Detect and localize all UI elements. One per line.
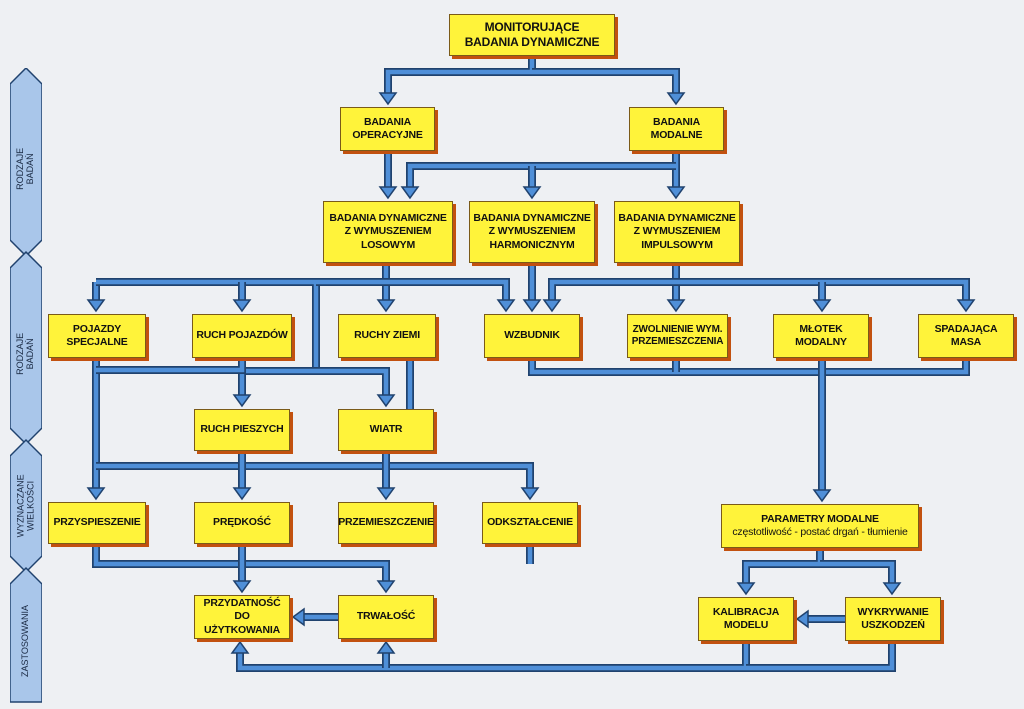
node-przydatnosc-do-uzytkowania: PRZYDATNOŚĆ DO UŻYTKOWANIA — [194, 595, 290, 639]
node-monitorujace-badania-dynamiczne: MONITORUJĄCE BADANIA DYNAMICZNE — [449, 14, 615, 56]
connector-line — [676, 279, 969, 302]
node-przyspieszenie: PRZYSPIESZENIE — [48, 502, 146, 544]
connector-line — [96, 358, 245, 373]
arrowhead — [522, 186, 542, 200]
node-przemieszczenie: PRZEMIESZCZENIE — [338, 502, 434, 544]
node-ruch-pieszych: RUCH PIESZYCH — [194, 409, 290, 451]
node-zwolnienie-wymuszonego-przemieszczenia: ZWOLNIENIE WYM. PRZEMIESZCZENIA — [627, 314, 728, 358]
node-ruchy-ziemi: RUCHY ZIEMI — [338, 314, 436, 358]
side-label-zastosowania: ZASTOSOWANIA — [20, 604, 31, 677]
connector-line — [548, 278, 676, 302]
side-label-rodzaje-badan-2: RODZAJE BADAŃ — [15, 332, 36, 376]
connector-arrows — [86, 56, 976, 672]
band-wyznaczane-wielkosci — [10, 438, 42, 574]
arrowhead — [812, 299, 832, 313]
arrowhead — [666, 92, 686, 106]
node-parametry-modalne: PARAMETRY MODALNE częstotliwość - postać… — [721, 504, 919, 548]
parametry-modalne-subtitle: częstotliwość - postać drgań - tłumienie — [732, 526, 908, 538]
parametry-modalne-title: PARAMETRY MODALNE — [761, 512, 879, 525]
connector-line — [237, 641, 749, 671]
connector-line — [820, 560, 896, 585]
node-mlotek-modalny: MŁOTEK MODALNY — [773, 314, 869, 358]
arrowhead — [230, 640, 250, 654]
arrowhead — [542, 299, 562, 313]
connector-line — [316, 367, 390, 397]
arrowhead — [666, 299, 686, 313]
arrowhead — [232, 580, 252, 594]
band-rodzaje-badan-2 — [10, 250, 42, 446]
connector-line — [316, 278, 510, 302]
connector-line — [236, 641, 750, 672]
arrowhead — [291, 607, 305, 627]
arrowhead — [522, 299, 542, 313]
connector-line — [529, 358, 969, 375]
connector-line — [407, 163, 676, 189]
connector-line — [238, 367, 316, 397]
connector-line — [746, 641, 895, 671]
node-pojazdy-specjalne: POJAZDY SPECJALNE — [48, 314, 146, 358]
arrowhead — [736, 582, 756, 596]
connector-line — [820, 561, 895, 585]
band-zastosowania — [10, 566, 42, 703]
connector-line — [406, 162, 676, 189]
connector-line — [385, 56, 535, 95]
node-wiatr: WIATR — [338, 409, 434, 451]
connector-line — [549, 279, 676, 302]
node-badania-wymuszenie-harmoniczne: BADANIA DYNAMICZNE Z WYMUSZENIEM HARMONI… — [469, 201, 595, 263]
arrowhead — [882, 582, 902, 596]
arrowhead — [378, 186, 398, 200]
arrowhead — [666, 186, 686, 200]
connector-line — [316, 279, 509, 302]
node-predkosc: PRĘDKOŚĆ — [194, 502, 290, 544]
arrowhead — [86, 487, 106, 501]
connector-line — [316, 368, 389, 397]
node-badania-operacyjne: BADANIA OPERACYJNE — [340, 107, 435, 151]
arrowhead — [376, 299, 396, 313]
arrowhead — [520, 487, 540, 501]
arrowhead — [812, 489, 832, 503]
node-wykrywanie-uszkodzen: WYKRYWANIE USZKODZEŃ — [845, 597, 941, 641]
node-odksztalcenie: ODKSZTAŁCENIE — [482, 502, 578, 544]
arrowhead — [400, 186, 420, 200]
side-label-rodzaje-badan-1: RODZAJE BADAŃ — [15, 147, 36, 191]
node-badania-wymuszenie-losowe: BADANIA DYNAMICZNE Z WYMUSZENIEM LOSOWYM — [323, 201, 453, 263]
category-band — [10, 68, 42, 703]
connector-line — [742, 548, 824, 585]
node-badania-modalne: BADANIA MODALNE — [629, 107, 724, 151]
arrowhead — [376, 394, 396, 408]
band-rodzaje-badan-1 — [10, 68, 42, 258]
node-spadajaca-masa: SPADAJĄCA MASA — [918, 314, 1014, 358]
arrowhead — [496, 299, 516, 313]
connector-line — [746, 641, 896, 672]
arrowhead — [232, 394, 252, 408]
node-badania-wymuszenie-impulsowe: BADANIA DYNAMICZNE Z WYMUSZENIEM IMPULSO… — [614, 201, 740, 263]
connector-line — [532, 68, 680, 95]
arrowhead — [232, 299, 252, 313]
arrowhead — [376, 640, 396, 654]
node-kalibracja-modelu: KALIBRACJA MODELU — [698, 597, 794, 641]
arrowhead — [232, 487, 252, 501]
arrowhead — [376, 487, 396, 501]
side-label-wyznaczane-wielkosci: WYZNACZANE WIELKOŚCI — [15, 474, 35, 538]
connector-line — [384, 56, 536, 95]
arrowhead — [795, 609, 809, 629]
arrowhead — [86, 299, 106, 313]
arrowhead — [956, 299, 976, 313]
arrowhead — [376, 580, 396, 594]
node-trwalosc: TRWAŁOŚĆ — [338, 595, 434, 639]
connector-line — [96, 462, 534, 490]
node-ruch-pojazdow: RUCH POJAZDÓW — [192, 314, 292, 358]
node-wzbudnik: WZBUDNIK — [484, 314, 580, 358]
connector-line — [532, 69, 679, 95]
connector-line — [743, 548, 823, 585]
arrowhead — [378, 92, 398, 106]
